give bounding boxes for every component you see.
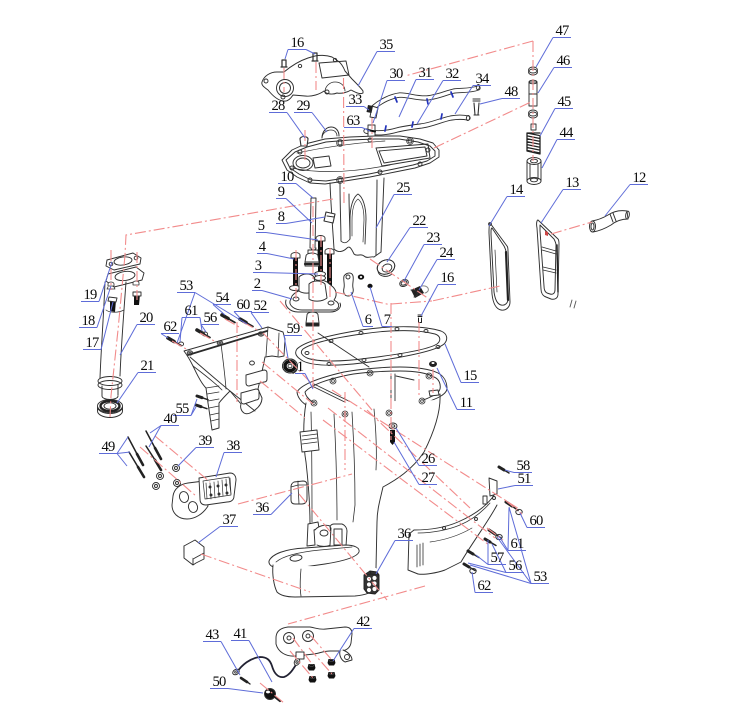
svg-text:52: 52 [254,298,267,314]
svg-text:38: 38 [227,438,240,454]
svg-text:8: 8 [278,209,285,225]
svg-text:62: 62 [478,578,491,594]
svg-text:24: 24 [440,245,454,261]
svg-text:39: 39 [199,433,212,449]
svg-text:17: 17 [86,335,99,351]
svg-text:55: 55 [176,401,189,417]
svg-text:25: 25 [397,180,410,196]
svg-text:11: 11 [460,395,473,411]
svg-text:49: 49 [102,439,115,455]
svg-text:16: 16 [291,35,304,51]
svg-text:16: 16 [441,270,454,286]
svg-text:23: 23 [427,230,440,246]
svg-text:34: 34 [476,71,490,87]
svg-text:57: 57 [491,550,504,566]
svg-text:13: 13 [566,175,579,191]
svg-text:36: 36 [398,526,411,542]
svg-text:62: 62 [164,319,177,335]
svg-text:43: 43 [206,627,219,643]
svg-text:19: 19 [84,287,97,303]
svg-text:4: 4 [259,239,267,255]
svg-text:56: 56 [509,558,522,574]
svg-text:48: 48 [505,84,518,100]
svg-text:58: 58 [517,458,530,474]
svg-text:47: 47 [556,23,569,39]
svg-text:30: 30 [390,66,403,82]
svg-text:50: 50 [213,674,226,690]
svg-text:44: 44 [560,125,574,141]
svg-text:42: 42 [357,614,370,630]
svg-text:5: 5 [258,218,265,234]
svg-text:53: 53 [180,278,193,294]
svg-text:32: 32 [446,66,459,82]
svg-text:1: 1 [297,359,304,375]
svg-text:45: 45 [558,94,571,110]
svg-text:61: 61 [185,303,198,319]
svg-text:53: 53 [534,569,547,585]
svg-text:35: 35 [380,37,393,53]
svg-text:20: 20 [140,310,153,326]
svg-text:3: 3 [255,258,262,274]
svg-text:12: 12 [633,170,646,186]
svg-text:14: 14 [510,182,524,198]
svg-text:37: 37 [223,512,236,528]
svg-text:56: 56 [204,310,217,326]
svg-text:22: 22 [413,213,426,229]
svg-text:60: 60 [530,513,543,529]
svg-text:28: 28 [272,98,285,114]
svg-text:60: 60 [237,297,250,313]
svg-text:31: 31 [419,65,432,81]
svg-text:7: 7 [384,312,391,328]
svg-text:2: 2 [254,276,261,292]
svg-text:21: 21 [141,358,154,374]
svg-text:9: 9 [278,184,285,200]
svg-text:15: 15 [464,368,477,384]
svg-text:18: 18 [82,313,95,329]
svg-text:41: 41 [234,626,247,642]
svg-text:27: 27 [422,470,435,486]
svg-text:59: 59 [287,321,300,337]
svg-text:51: 51 [518,471,531,487]
svg-text:33: 33 [349,92,362,108]
svg-text:40: 40 [164,411,177,427]
svg-text:63: 63 [347,113,360,129]
svg-text:29: 29 [297,98,310,114]
svg-text:54: 54 [216,290,230,306]
svg-text:6: 6 [365,312,372,328]
svg-text:61: 61 [511,536,524,552]
svg-text:26: 26 [422,451,435,467]
svg-text:36: 36 [256,500,269,516]
svg-text:10: 10 [281,169,294,185]
svg-text:46: 46 [557,53,570,69]
